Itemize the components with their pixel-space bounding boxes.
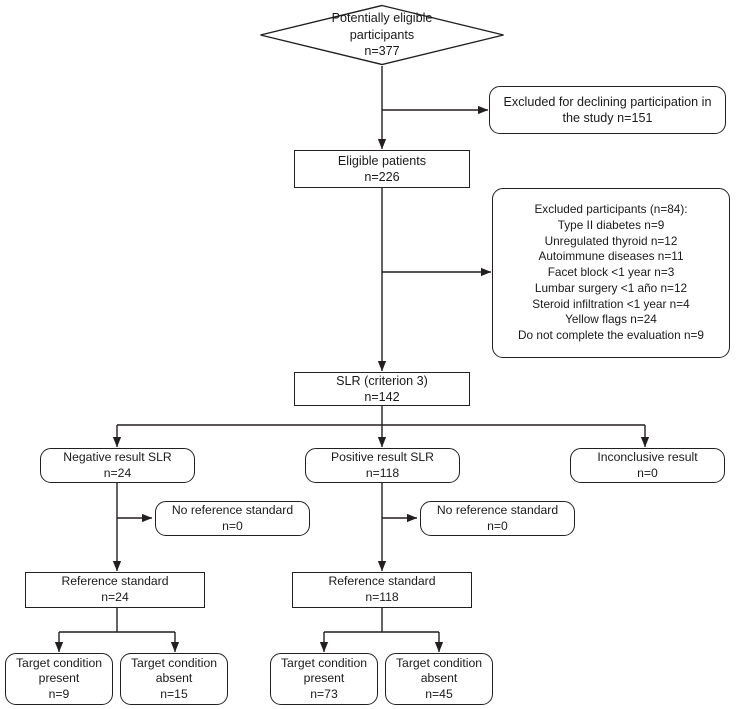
node-reference-standard-left: Reference standard n=24 (25, 572, 205, 608)
text-line: Excluded participants (n=84): (534, 202, 688, 217)
node-slr-criterion: SLR (criterion 3) n=142 (294, 372, 470, 406)
text-line: Inconclusive result (597, 449, 698, 464)
text-line: SLR (criterion 3) (336, 373, 428, 388)
node-target-absent-right: Target condition absent n=45 (385, 653, 493, 705)
text-line: n=118 (365, 590, 399, 604)
text-line: Type II diabetes n=9 (557, 218, 665, 233)
text-line: n=0 (222, 518, 243, 533)
node-no-reference-standard-left: No reference standard n=0 (155, 501, 310, 536)
text-line: Target condition (280, 655, 368, 670)
text-line: n=24 (101, 590, 129, 604)
text-line: Target condition (15, 655, 103, 670)
node-target-absent-left: Target condition absent n=15 (120, 653, 228, 705)
text-line: n=73 (310, 686, 338, 701)
node-positive-result-slr: Positive result SLR n=118 (305, 448, 460, 483)
text-line: Excluded for declining participation in (503, 94, 712, 109)
text-line: n=142 (364, 390, 400, 404)
text-line: Facet block <1 year n=3 (547, 265, 675, 280)
text-line: n=24 (103, 465, 132, 480)
text-line: n=15 (160, 686, 188, 701)
text-line: present (303, 671, 345, 686)
text-line: absent (155, 671, 193, 686)
text-line: participants (349, 27, 415, 42)
text-line: Do not complete the evaluation n=9 (518, 327, 704, 342)
node-potentially-eligible: Potentially eligible participants n=377 (259, 4, 505, 66)
text-line: Target condition (130, 655, 218, 670)
node-potentially-eligible-label: Potentially eligible participants n=377 (259, 4, 505, 66)
node-excluded-declining: Excluded for declining participation in … (489, 86, 726, 134)
node-no-reference-standard-right: No reference standard n=0 (420, 501, 575, 536)
text-line: n=118 (365, 465, 400, 480)
text-line: n=9 (48, 686, 70, 701)
text-line: present (38, 671, 80, 686)
node-reference-standard-right: Reference standard n=118 (292, 572, 472, 608)
node-excluded-participants: Excluded participants (n=84): Type II di… (492, 188, 730, 358)
text-line: Reference standard (61, 574, 169, 589)
text-line: Lumbar surgery <1 año n=12 (534, 280, 688, 295)
text-line: Positive result SLR (331, 449, 434, 464)
node-inconclusive-result: Inconclusive result n=0 (570, 448, 725, 483)
text-line: Reference standard (328, 574, 436, 589)
text-line: No reference standard (436, 502, 559, 517)
text-line: n=377 (364, 44, 400, 59)
node-target-present-left: Target condition present n=9 (5, 653, 113, 705)
text-line: Negative result SLR (63, 449, 172, 464)
text-line: n=45 (425, 686, 453, 701)
text-line: Steroid infiltration <1 year n=4 (532, 296, 690, 311)
node-eligible-patients: Eligible patients n=226 (294, 150, 470, 188)
text-line: No reference standard (171, 502, 294, 517)
text-line: Eligible patients (337, 153, 427, 168)
text-line: Autoimmune diseases n=11 (538, 249, 684, 264)
node-negative-result-slr: Negative result SLR n=24 (40, 448, 195, 483)
text-line: n=226 (364, 170, 400, 184)
text-line: Yellow flags n=24 (565, 312, 657, 327)
text-line: n=0 (487, 518, 508, 533)
text-line: absent (420, 671, 458, 686)
text-line: n=0 (637, 465, 658, 480)
text-line: Unregulated thyroid n=12 (544, 233, 678, 248)
diamond-outline (260, 4, 504, 66)
text-line: Potentially eligible (331, 11, 433, 26)
text-line: the study n=151 (562, 111, 653, 125)
node-target-present-right: Target condition present n=73 (270, 653, 378, 705)
text-line: Target condition (395, 655, 483, 670)
